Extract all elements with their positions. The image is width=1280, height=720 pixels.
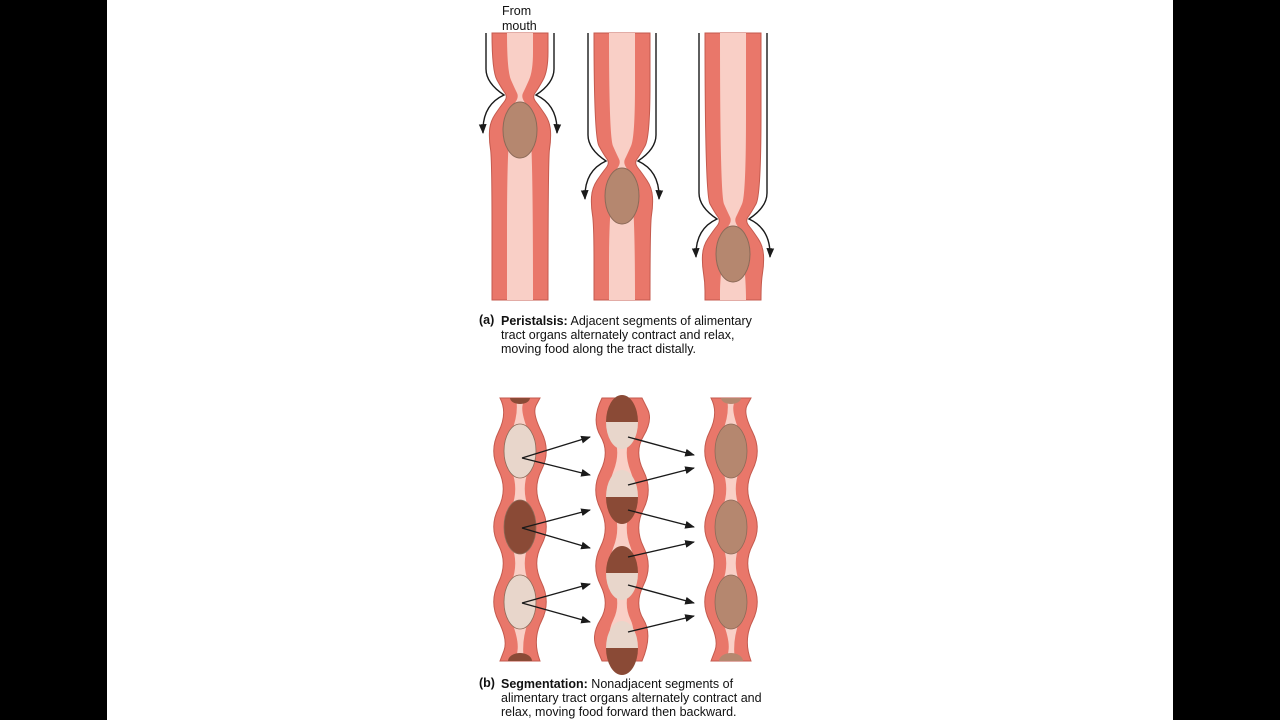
caption-a-line-1: Peristalsis: Adjacent segments of alimen…	[501, 314, 753, 328]
caption-b-line-1: Segmentation: Nonadjacent segments of	[501, 677, 734, 691]
segmentation-arrow-4	[521, 527, 591, 550]
caption-a-line-3: moving food along the tract distally.	[501, 342, 696, 356]
bolus-partial-top	[721, 398, 741, 404]
peristalsis-tube-3	[691, 32, 775, 301]
bolus-bottom-half	[606, 422, 638, 449]
bolus-bottom-half	[606, 573, 638, 600]
bolus-dark	[503, 499, 537, 555]
segmentation-panel	[493, 395, 758, 675]
from-mouth-line-2: mouth	[502, 19, 537, 33]
caption-b: (b) Segmentation: Nonadjacent segments o…	[479, 676, 762, 719]
from-mouth-label: From mouth	[502, 4, 537, 33]
segmentation-arrow-8	[627, 466, 695, 486]
segmentation-arrow-6	[521, 602, 591, 624]
food-bolus	[715, 225, 751, 283]
from-mouth-line-1: From	[502, 4, 531, 18]
peristalsis-tube-1	[478, 32, 562, 301]
bolus-light	[503, 423, 537, 479]
caption-a: (a) Peristalsis: Adjacent segments of al…	[479, 313, 753, 356]
peristalsis-panel	[478, 32, 775, 301]
bolus-split	[606, 470, 638, 524]
caption-a-tag: (a)	[479, 313, 494, 327]
food-bolus	[604, 167, 640, 225]
bolus-partial-bottom	[508, 653, 532, 661]
bolus-bottom-half	[606, 497, 638, 524]
segmentation-arrow-3	[521, 508, 591, 529]
bolus	[714, 423, 748, 479]
caption-b-tag: (b)	[479, 676, 495, 690]
caption-a-text-1: Adjacent segments of alimentary	[571, 314, 753, 328]
caption-b-text-1: Nonadjacent segments of	[591, 677, 733, 691]
segmentation-arrow-7	[627, 436, 695, 457]
bolus-top-half	[606, 395, 638, 422]
tube-lumen	[609, 33, 635, 300]
tube-lumen	[609, 398, 635, 661]
caption-a-title: Peristalsis:	[501, 314, 568, 328]
bolus-partial-bottom	[719, 653, 743, 661]
segmentation-arrow-12	[627, 614, 695, 633]
segmentation-arrow-5	[521, 582, 591, 604]
caption-a-line-2: tract organs alternately contract and re…	[501, 328, 734, 342]
bolus	[714, 499, 748, 555]
segmentation-tube-2	[593, 395, 651, 675]
bolus-top-half	[606, 546, 638, 573]
peristalsis-arrow-left	[580, 33, 608, 200]
peristalsis-arrow-right	[747, 33, 775, 258]
food-bolus	[502, 101, 538, 159]
segmentation-arrow-2	[521, 457, 591, 477]
peristalsis-arrow-right	[534, 33, 562, 134]
peristalsis-arrow-right	[636, 33, 664, 200]
segmentation-arrow-10	[627, 540, 695, 558]
caption-b-title: Segmentation:	[501, 677, 588, 691]
segmentation-tube-1	[493, 397, 547, 662]
segmentation-arrow-11	[627, 584, 695, 605]
bolus	[714, 574, 748, 630]
peristalsis-arrow-left	[691, 33, 719, 258]
bolus-split	[606, 395, 638, 449]
segmentation-arrow-9	[627, 509, 695, 529]
bolus-partial-top	[510, 398, 530, 404]
peristalsis-arrow-left	[478, 33, 506, 134]
caption-b-line-3: relax, moving food forward then backward…	[501, 705, 737, 719]
bolus-light	[503, 574, 537, 630]
segmentation-arrow-1	[521, 435, 591, 459]
tube-lumen	[507, 33, 533, 300]
bolus-top-half	[606, 621, 638, 648]
caption-b-line-2: alimentary tract organs alternately cont…	[501, 691, 762, 705]
page-canvas: From mouth (a) Peristalsis: Adjacent seg…	[107, 0, 1173, 720]
bolus-bottom-half	[606, 648, 638, 675]
digestive-motility-diagram: From mouth (a) Peristalsis: Adjacent seg…	[478, 4, 775, 719]
bolus-split	[606, 621, 638, 675]
bolus-split	[606, 546, 638, 600]
segmentation-tube-3	[704, 397, 758, 662]
bolus-top-half	[606, 470, 638, 497]
peristalsis-tube-2	[580, 32, 664, 301]
